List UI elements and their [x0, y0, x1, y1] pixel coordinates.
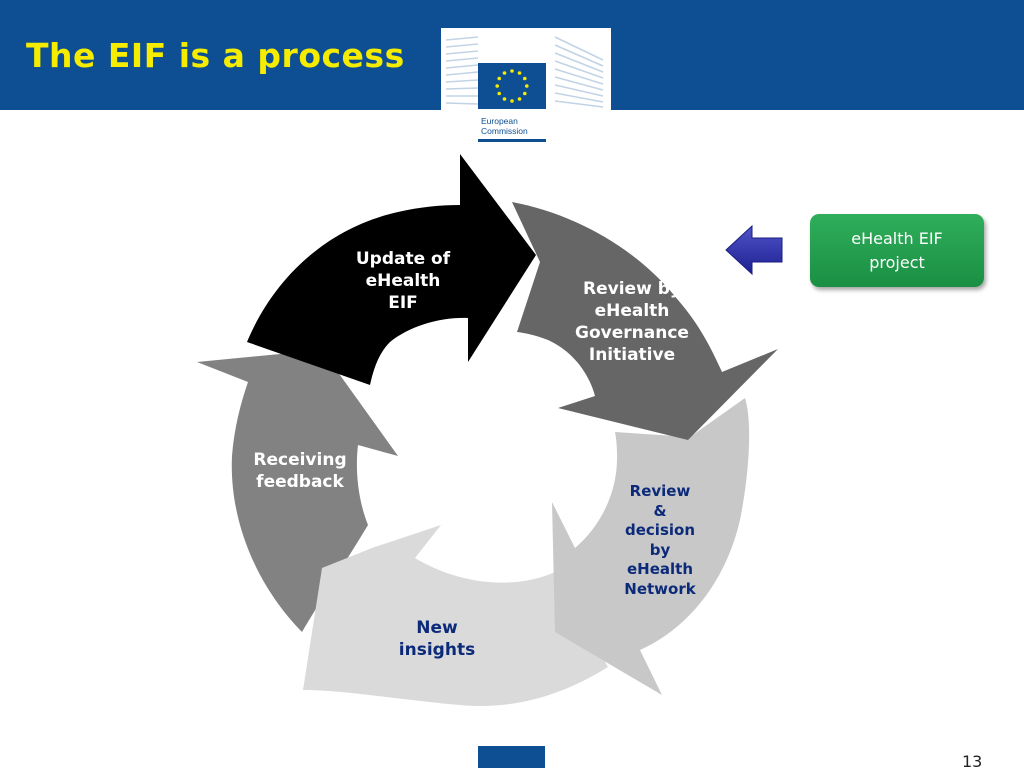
label-review-decision-line5: eHealth [626, 560, 693, 578]
label-receiving-feedback-line2: feedback [256, 472, 344, 492]
slide-title: The EIF is a process [26, 36, 405, 75]
label-new-insights-line2: insights [398, 640, 476, 660]
badge-line1: eHealth EIF [851, 228, 943, 248]
page-number: 13 [962, 752, 983, 771]
segment-review-governance [512, 202, 778, 440]
label-review-decision-line4: by [649, 540, 671, 559]
logo-text-line1: European [481, 116, 518, 126]
label-update-line2: eHealth [365, 271, 441, 291]
segment-review-decision [552, 398, 750, 695]
label-review-governance-line3: Governance [575, 323, 689, 343]
segment-receiving-feedback [197, 350, 398, 632]
segment-update [247, 154, 536, 385]
label-review-governance-line2: eHealth [594, 301, 670, 321]
label-review-decision-line1: Review [629, 482, 691, 500]
label-update: Update of eHealth EIF [333, 248, 473, 314]
logo-text-line2: Commission [481, 126, 528, 136]
label-review-decision-line2: & [653, 501, 667, 520]
label-review-decision-line3: decision [625, 521, 695, 539]
eu-stars-icon [495, 69, 529, 103]
label-update-line3: EIF [388, 293, 418, 313]
logo-underline [478, 139, 546, 142]
label-review-governance: Review by eHealth Governance Initiative [560, 278, 704, 366]
label-new-insights: New insights [377, 617, 497, 661]
badge-line2: project [869, 252, 925, 272]
segment-new-insights [303, 525, 608, 707]
building-lines-icon [445, 36, 604, 108]
ehealth-eif-project-badge: eHealth EIF project [810, 214, 984, 287]
footer-eu-flag [478, 746, 545, 768]
label-review-decision-line6: Network [624, 579, 696, 598]
label-review-decision: Review & decision by eHealth Network [612, 482, 708, 599]
label-review-governance-line4: Initiative [588, 345, 676, 365]
label-new-insights-line1: New [416, 618, 458, 638]
label-receiving-feedback: Receiving feedback [237, 449, 363, 493]
logo-wordmark: European Commission [481, 116, 528, 136]
label-update-line1: Update of [355, 249, 451, 269]
label-review-governance-line1: Review by [583, 279, 681, 299]
label-receiving-feedback-line1: Receiving [253, 450, 347, 470]
